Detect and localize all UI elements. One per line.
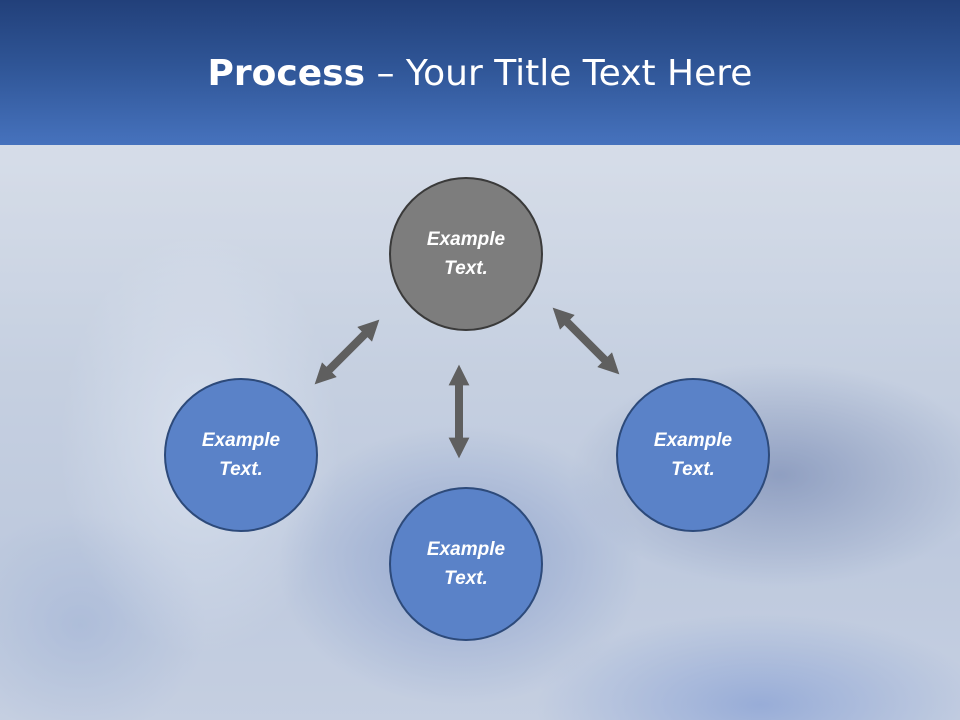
node-bottom: Example Text. — [389, 487, 543, 641]
node-bottom-text: Example Text. — [426, 539, 506, 589]
arrow-center-right — [552, 307, 620, 375]
slide-title: Process – Your Title Text Here — [0, 52, 960, 96]
node-center: Example Text. — [389, 177, 543, 331]
node-left: Example Text. — [164, 378, 318, 532]
node-right: Example Text. — [616, 378, 770, 532]
title-bar: Process – Your Title Text Here — [0, 0, 960, 145]
slide-title-rest: – Your Title Text Here — [365, 53, 753, 94]
arrow-center-left — [314, 319, 380, 385]
node-right-text: Example Text. — [653, 430, 733, 480]
node-left-text: Example Text. — [201, 430, 281, 480]
slide-title-bold: Process — [207, 53, 366, 94]
node-center-text: Example Text. — [426, 229, 506, 279]
